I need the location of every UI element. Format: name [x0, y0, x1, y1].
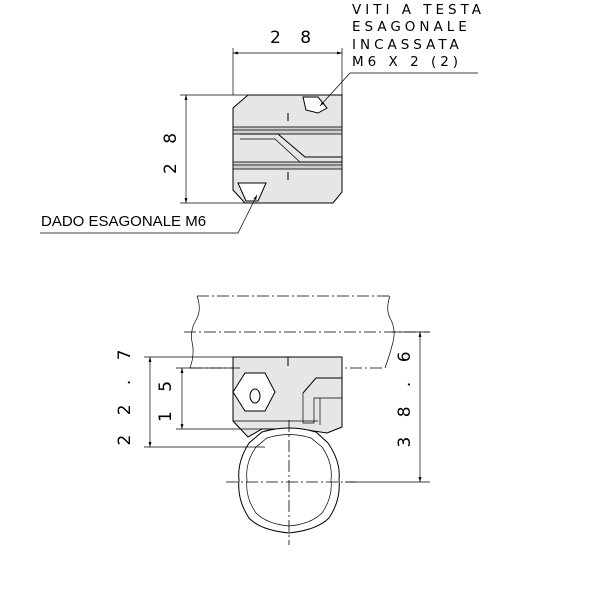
top-view: 2 8 2 8 VITI A TESTA ESAGONALE INCASSATA… [40, 2, 485, 234]
hex-nut [232, 372, 276, 412]
screw-leader [319, 72, 478, 107]
nut-label: DADO ESAGONALE M6 [41, 213, 206, 230]
split-line [240, 133, 342, 158]
height-dimension: 2 8 [161, 126, 181, 174]
screw-pocket [302, 96, 328, 114]
svg-text:INCASSATA: INCASSATA [352, 37, 463, 53]
nut-pocket [237, 182, 267, 202]
dim-38-6: 3 8 . 6 [395, 344, 415, 447]
nut-leader [40, 194, 258, 234]
groove-band-lower [232, 161, 343, 170]
dim-22-7: 2 2 . 7 [115, 342, 135, 445]
svg-text:ESAGONALE: ESAGONALE [352, 19, 471, 35]
width-dimension: 2 8 [270, 28, 318, 48]
groove-band-upper [232, 126, 343, 135]
side-view: 2 2 . 7 1 5 3 8 . 6 [115, 295, 430, 545]
svg-text:M6 X 2 (2): M6 X 2 (2) [352, 54, 462, 70]
svg-text:VITI A TESTA: VITI A TESTA [352, 2, 485, 18]
dim-15: 1 5 [156, 374, 176, 422]
screw-note: VITI A TESTA ESAGONALE INCASSATA M6 X 2 … [352, 2, 485, 70]
clamp-body-top [232, 94, 343, 204]
hex-nut-bore [249, 388, 261, 404]
